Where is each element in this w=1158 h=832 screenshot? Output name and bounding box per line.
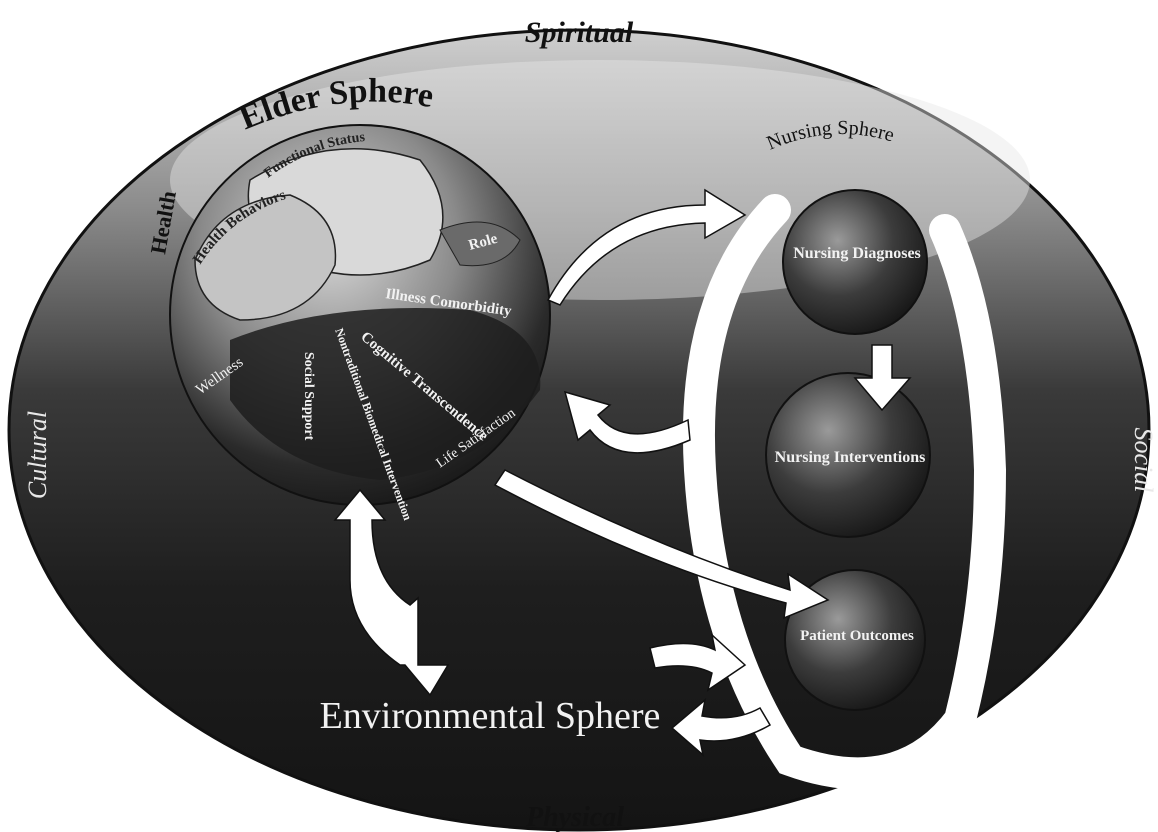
patient-outcomes-text: Patient Outcomes [800,628,914,644]
patient-outcomes-label: Patient Outcomes [800,628,914,644]
social-support-label: Social Support [301,352,316,441]
social-label: Social [1129,428,1158,493]
nursing-interventions-label: Nursing Interventions [775,449,926,466]
physical-label: Physical [525,802,624,832]
nursing-interventions-text: Nursing Interventions [775,449,926,466]
spiritual-label: Spiritual [525,16,634,49]
environmental-sphere-label: Environmental Sphere [320,695,661,737]
nursing-diagnoses-ball [783,190,927,334]
nursing-diagnoses-label: Nursing Diagnoses [793,245,921,262]
cultural-label: Cultural [23,411,52,499]
nursing-diagnoses-text: Nursing Diagnoses [793,245,921,262]
